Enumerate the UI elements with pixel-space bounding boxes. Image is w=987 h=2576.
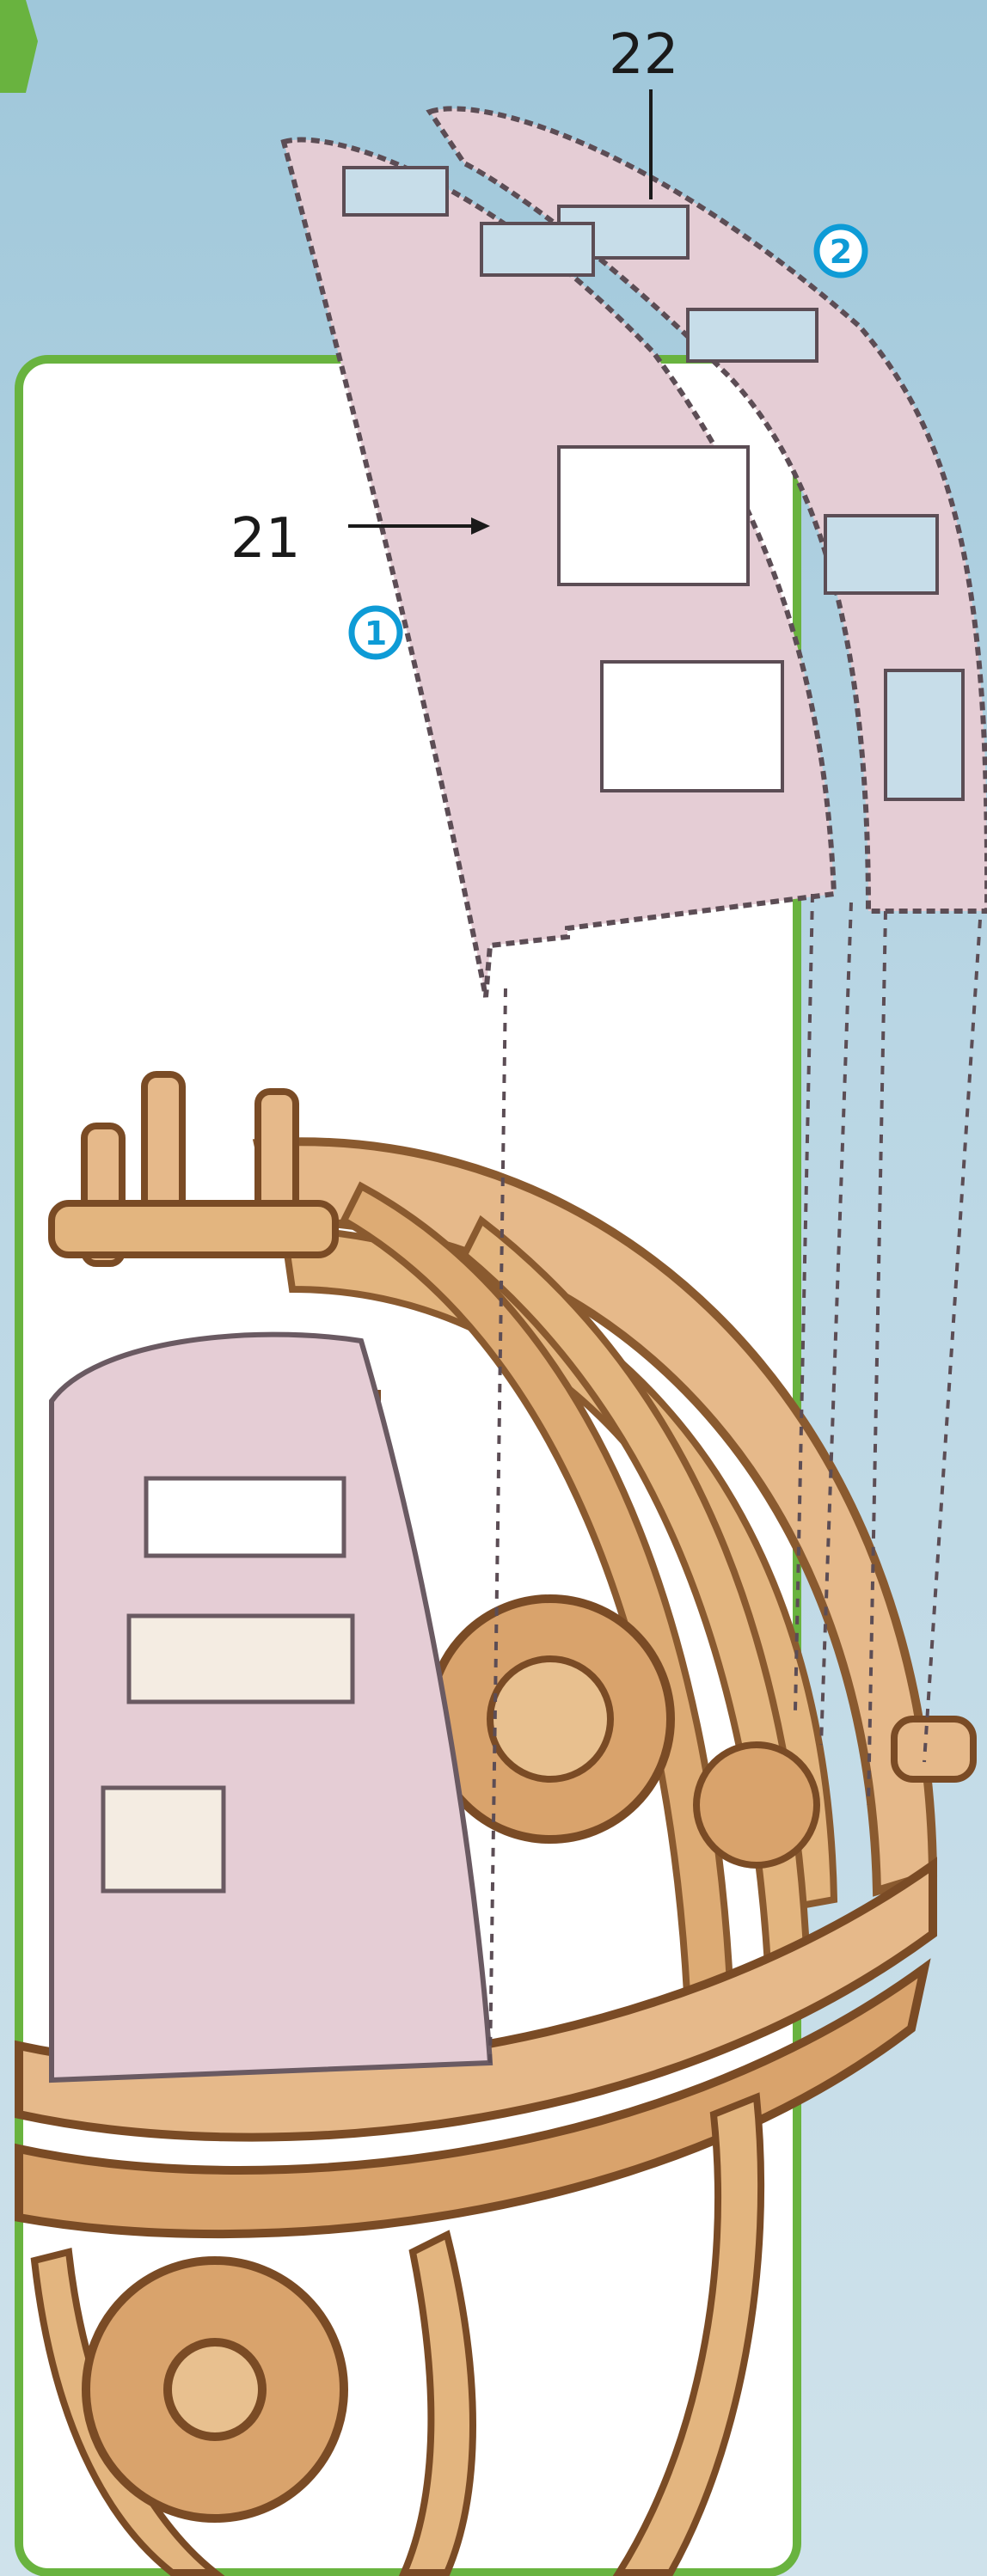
step-number-2: 2 [830, 233, 852, 271]
bottom-gear-hub [168, 2342, 262, 2437]
side-tab [894, 1719, 973, 1779]
part-label-21: 21 [230, 507, 300, 571]
green-step-tab-icon [0, 0, 38, 93]
top-cross-bar [52, 1203, 335, 1255]
part-label-22: 22 [609, 23, 678, 87]
gear-small [696, 1745, 817, 1865]
gear-large-hub [490, 1659, 610, 1779]
step-number-1: 1 [365, 615, 387, 652]
